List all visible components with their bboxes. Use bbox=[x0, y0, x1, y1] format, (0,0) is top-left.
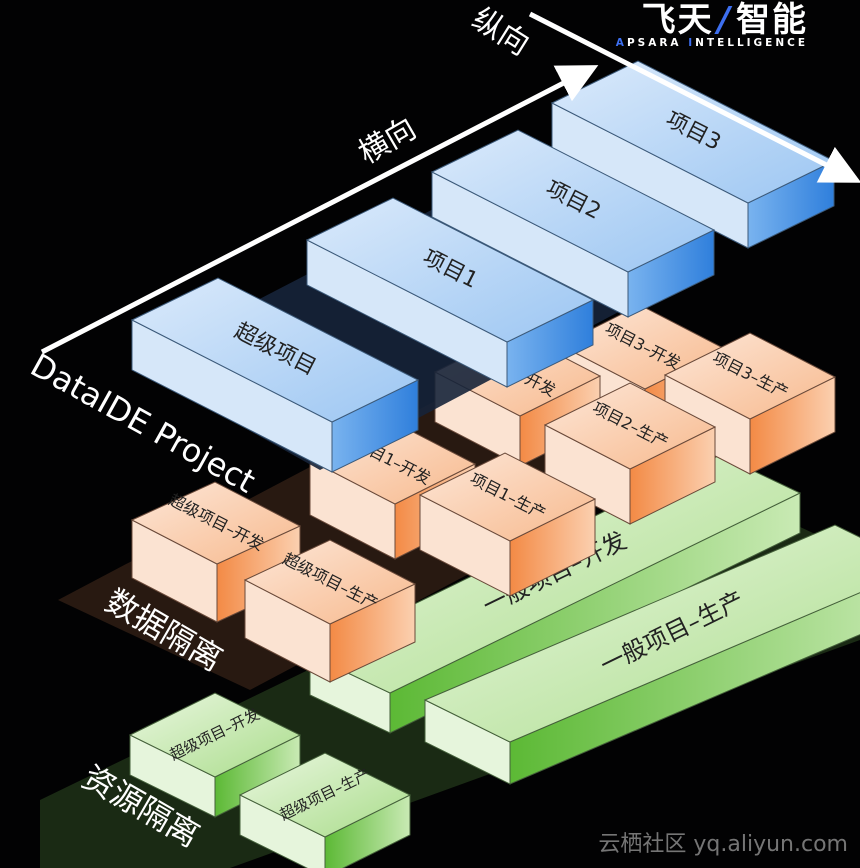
box-top-face bbox=[543, 382, 717, 470]
vertical-axis-label: 纵向 bbox=[466, 1, 535, 62]
box-top-face bbox=[130, 481, 302, 565]
logo-letter-a: A bbox=[615, 37, 627, 49]
blue-box-project1: 项目1 bbox=[305, 197, 595, 388]
orange-box-p2-prod: 项目2–生产 bbox=[543, 382, 717, 525]
box-top-face bbox=[305, 197, 595, 343]
box-top-face bbox=[243, 539, 417, 625]
horizontal-arrow bbox=[40, 65, 599, 355]
green-box-general-prod: 一般项目–生产 bbox=[423, 524, 860, 785]
box-top-face bbox=[130, 277, 420, 423]
box-top-face bbox=[238, 752, 412, 838]
box-top-face bbox=[418, 452, 597, 542]
box-top-face bbox=[430, 129, 716, 273]
vertical-arrow bbox=[528, 11, 860, 183]
blue-box-project2: 项目2 bbox=[430, 129, 716, 318]
logo-text-cn-left: 飞天 bbox=[641, 0, 714, 40]
green-box-super-prod: 超级项目–生产 bbox=[238, 752, 412, 868]
orange-box-super-prod: 超级项目–生产 bbox=[243, 539, 417, 683]
box-top-face bbox=[128, 692, 302, 778]
green-box-super-dev: 超级项目–开发 bbox=[128, 692, 302, 818]
apsara-intelligence-logo: 飞天/智能 APSARA INTELLIGENCE bbox=[615, 0, 808, 49]
logo-text-ntelligence: NTELLIGENCE bbox=[695, 37, 808, 49]
blue-box-super-project: 超级项目 bbox=[130, 277, 420, 473]
blue-box-project3: 项目3 bbox=[550, 60, 836, 249]
box-top-face bbox=[663, 332, 837, 420]
orange-box-p1-prod: 项目1–生产 bbox=[418, 452, 597, 597]
watermark: 云栖社区 yq.aliyun.com bbox=[598, 832, 848, 857]
logo-letter-i: I bbox=[688, 37, 696, 49]
logo-text-psara: PSARA bbox=[626, 37, 689, 49]
box-top-face bbox=[423, 524, 860, 743]
logo-text-cn-right: 智能 bbox=[736, 0, 808, 40]
